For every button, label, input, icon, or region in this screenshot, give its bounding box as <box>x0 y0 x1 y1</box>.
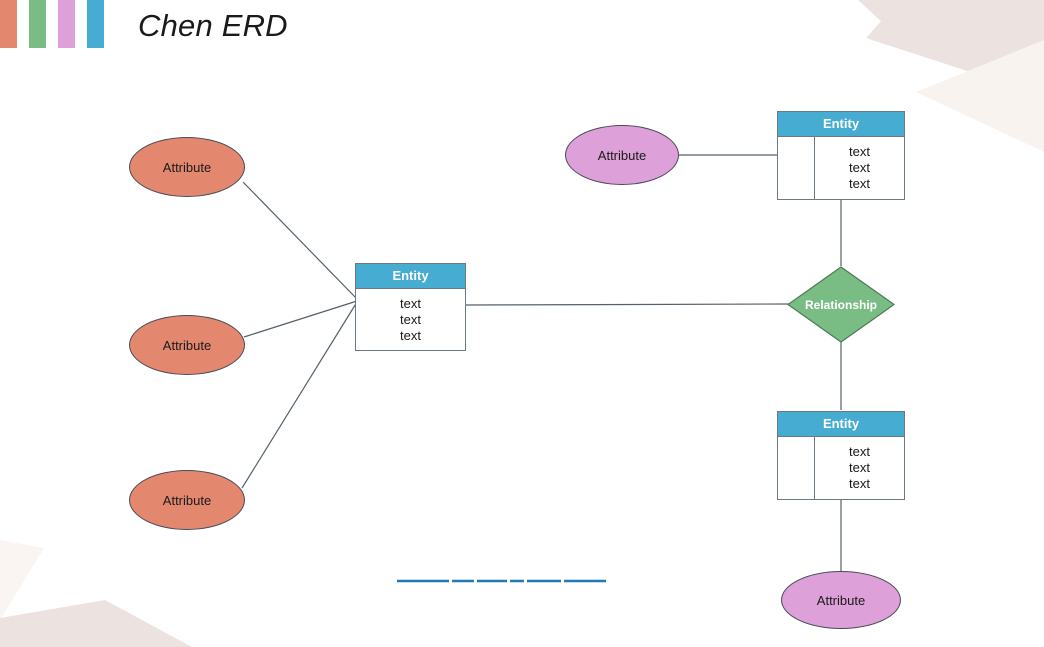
connector-attr-left-1-to-entity-center <box>242 181 358 300</box>
attribute-label: Attribute <box>162 337 212 353</box>
header-bar-blue <box>87 0 104 48</box>
connector-attr-left-3-to-entity-center <box>241 301 358 489</box>
attribute-label: Attribute <box>597 147 647 163</box>
header-bar-orchid <box>58 0 75 48</box>
entity-key-column <box>778 137 815 199</box>
attribute-node-left-1[interactable]: Attribute <box>129 137 245 197</box>
entity-row: text <box>849 144 870 159</box>
entity-row: text <box>849 476 870 491</box>
entity-row: text <box>849 444 870 459</box>
entity-title: Entity <box>778 412 904 437</box>
entity-row: text <box>849 176 870 191</box>
entity-title: Entity <box>356 264 465 289</box>
entity-node-top-right[interactable]: Entity text text text <box>777 111 905 200</box>
entity-title: Entity <box>778 112 904 137</box>
header-bar-green <box>29 0 46 48</box>
entity-row: text <box>849 160 870 175</box>
attribute-label: Attribute <box>816 592 866 608</box>
relationship-node[interactable]: Relationship <box>786 266 896 343</box>
attribute-label: Attribute <box>162 492 212 508</box>
page-title: Chen ERD <box>138 8 288 43</box>
header-bar-salmon <box>0 0 17 48</box>
attribute-node-top[interactable]: Attribute <box>565 125 679 185</box>
header-color-bars <box>0 0 104 48</box>
blue-rule-decoration <box>397 579 625 583</box>
entity-body: text text text <box>778 437 904 499</box>
attribute-label: Attribute <box>162 159 212 175</box>
entity-row: text <box>400 295 421 311</box>
entity-body: text text text <box>778 137 904 199</box>
entity-key-column <box>778 437 815 499</box>
entity-node-bottom-right[interactable]: Entity text text text <box>777 411 905 500</box>
entity-attribute-column: text text text <box>356 289 465 350</box>
entity-node-center[interactable]: Entity text text text <box>355 263 466 351</box>
entity-attribute-column: text text text <box>815 137 904 199</box>
entity-row: text <box>400 311 421 327</box>
attribute-node-left-3[interactable]: Attribute <box>129 470 245 530</box>
connector-attr-left-2-to-entity-center <box>243 300 358 338</box>
entity-attribute-column: text text text <box>815 437 904 499</box>
entity-body: text text text <box>356 289 465 350</box>
entity-row: text <box>400 327 421 343</box>
attribute-node-left-2[interactable]: Attribute <box>129 315 245 375</box>
relationship-diamond-shape <box>786 266 896 343</box>
attribute-node-bottom[interactable]: Attribute <box>781 571 901 629</box>
connector-entity-center-to-relationship <box>465 303 790 306</box>
entity-row: text <box>849 460 870 475</box>
